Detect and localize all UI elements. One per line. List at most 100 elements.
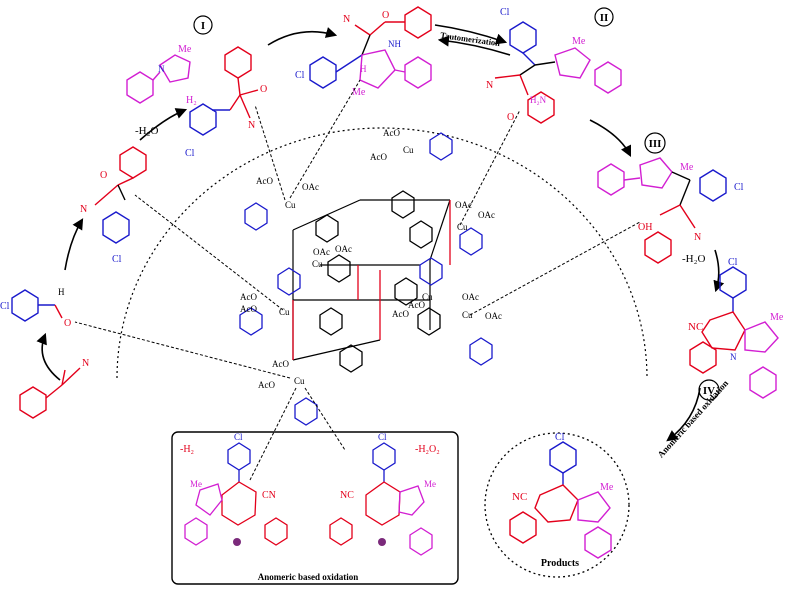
- atom-cl-1: Cl: [185, 148, 195, 159]
- atom-oh-1: OH: [638, 222, 652, 233]
- anomeric-oxidation-box: [171, 431, 459, 585]
- atom-me-1: Me: [178, 44, 192, 55]
- atom-n-5: N: [694, 232, 701, 243]
- atom-me-3: Me: [572, 36, 586, 47]
- cycle-arrows: [36, 24, 725, 442]
- atom-cn-1: CN: [262, 490, 276, 501]
- atom-o-4: O: [64, 318, 71, 329]
- svg-text:Cu: Cu: [457, 222, 468, 232]
- svg-text:I: I: [201, 20, 205, 32]
- svg-text:AcO: AcO: [383, 128, 400, 138]
- stage-label-III: III: [644, 132, 666, 154]
- cyclization-intermediate-III: [597, 157, 727, 264]
- svg-text:AcO: AcO: [240, 292, 257, 302]
- atom-cl-6: Cl: [555, 432, 565, 443]
- atom-n-7: N: [82, 358, 89, 369]
- mof-red-frame: [292, 200, 451, 360]
- products-circle: [484, 432, 630, 578]
- atom-me-5: Me: [770, 312, 784, 323]
- pyrazole-amine-reactant: [126, 54, 191, 104]
- label-minus-h2: -H₂: [180, 444, 194, 455]
- atom-n-1: N: [158, 64, 165, 74]
- svg-text:OAc: OAc: [302, 182, 319, 192]
- svg-text:Cu: Cu: [279, 307, 290, 317]
- atom-o-2: O: [382, 10, 389, 21]
- atom-me-7: Me: [190, 479, 202, 489]
- svg-text:OAc: OAc: [462, 292, 479, 302]
- atom-cl-7: Cl: [0, 301, 10, 312]
- atom-o-1: O: [260, 84, 267, 95]
- label-anomeric-oxidation-arrow: Anomeric based oxidation: [656, 378, 731, 459]
- svg-text:AcO: AcO: [272, 359, 289, 369]
- svg-text:Cu: Cu: [403, 145, 414, 155]
- inset-right-structure: [329, 442, 433, 556]
- knoevenagel-adduct: [189, 46, 259, 136]
- atom-o-3: O: [507, 112, 514, 123]
- atom-cl-9: Cl: [234, 432, 243, 442]
- svg-text:II: II: [600, 12, 609, 24]
- atom-o-5: O: [100, 170, 107, 181]
- atom-cl-5: Cl: [728, 257, 738, 268]
- atom-h-2: H: [58, 287, 65, 297]
- atom-n-8: N: [80, 204, 87, 215]
- atom-h2n-1: H₂N: [530, 95, 547, 105]
- benzoylacetonitrile-reactant: [19, 367, 81, 419]
- atom-cl-4: Cl: [734, 182, 744, 193]
- aldehyde-reactant: [11, 289, 63, 322]
- atom-cl-8: Cl: [112, 254, 122, 265]
- atom-cl-10: Cl: [378, 432, 387, 442]
- atom-me-4: Me: [680, 162, 694, 173]
- atom-n-4: N: [486, 80, 493, 91]
- tautomer-intermediate-II: [494, 21, 622, 124]
- svg-text:Cu: Cu: [312, 259, 323, 269]
- svg-text:Cu: Cu: [294, 376, 305, 386]
- atom-h2-1: H₂: [186, 95, 197, 106]
- svg-text:Cu: Cu: [462, 310, 473, 320]
- coordination-dashes: [74, 79, 641, 481]
- copper-centers: AcO AcO Cu AcO OAc Cu OAc OAc Cu OAc OAc…: [240, 128, 502, 390]
- atom-cl-2: Cl: [295, 70, 305, 81]
- atom-n-2: N: [248, 120, 255, 131]
- svg-text:AcO: AcO: [408, 300, 425, 310]
- svg-text:OAc: OAc: [455, 200, 472, 210]
- aldol-adduct: [94, 146, 147, 244]
- label-minus-h2o-right: -H₂O: [682, 253, 705, 265]
- svg-text:AcO: AcO: [392, 309, 409, 319]
- atom-h-1: H: [360, 64, 367, 74]
- svg-text:AcO: AcO: [240, 304, 257, 314]
- atom-me-2: Me: [352, 87, 366, 98]
- pyridine-product: [509, 441, 612, 559]
- atom-me-6: Me: [600, 482, 614, 493]
- atom-n-3: N: [343, 14, 350, 25]
- atom-nc-3: NC: [340, 490, 354, 501]
- svg-text:OAc: OAc: [485, 311, 502, 321]
- svg-text:AcO: AcO: [256, 176, 273, 186]
- stage-label-I: I: [193, 15, 213, 35]
- svg-text:Cu: Cu: [422, 292, 433, 302]
- stage-label-IV: IV: [698, 379, 720, 401]
- svg-text:III: III: [649, 138, 662, 150]
- svg-text:Cu: Cu: [285, 200, 296, 210]
- svg-text:IV: IV: [703, 385, 715, 397]
- inset-left-structure: [184, 442, 288, 546]
- svg-text:OAc: OAc: [478, 210, 495, 220]
- label-minus-h2o-left: -H₂O: [135, 125, 158, 137]
- atom-me-8: Me: [424, 479, 436, 489]
- label-minus-h2o2: -H₂O₂: [415, 444, 440, 455]
- svg-text:OAc: OAc: [313, 247, 330, 257]
- stage-label-II: II: [594, 7, 614, 27]
- dihydropyridine-IV: [689, 266, 779, 399]
- label-anomeric-oxidation-box: Anomeric based oxidation: [258, 572, 359, 582]
- atom-nc-2: NC: [512, 491, 527, 503]
- atom-nh-1: NH: [388, 39, 401, 49]
- products-label: Products: [541, 558, 579, 569]
- mof-linkers: [239, 132, 493, 426]
- svg-text:OAc: OAc: [335, 244, 352, 254]
- michael-adduct: [309, 6, 432, 89]
- atom-nc-1: NC: [688, 321, 703, 333]
- atom-n-6: N: [730, 352, 737, 362]
- dotted-cycle-arc: [116, 127, 648, 379]
- atom-cl-3: Cl: [500, 7, 510, 18]
- svg-text:AcO: AcO: [370, 152, 387, 162]
